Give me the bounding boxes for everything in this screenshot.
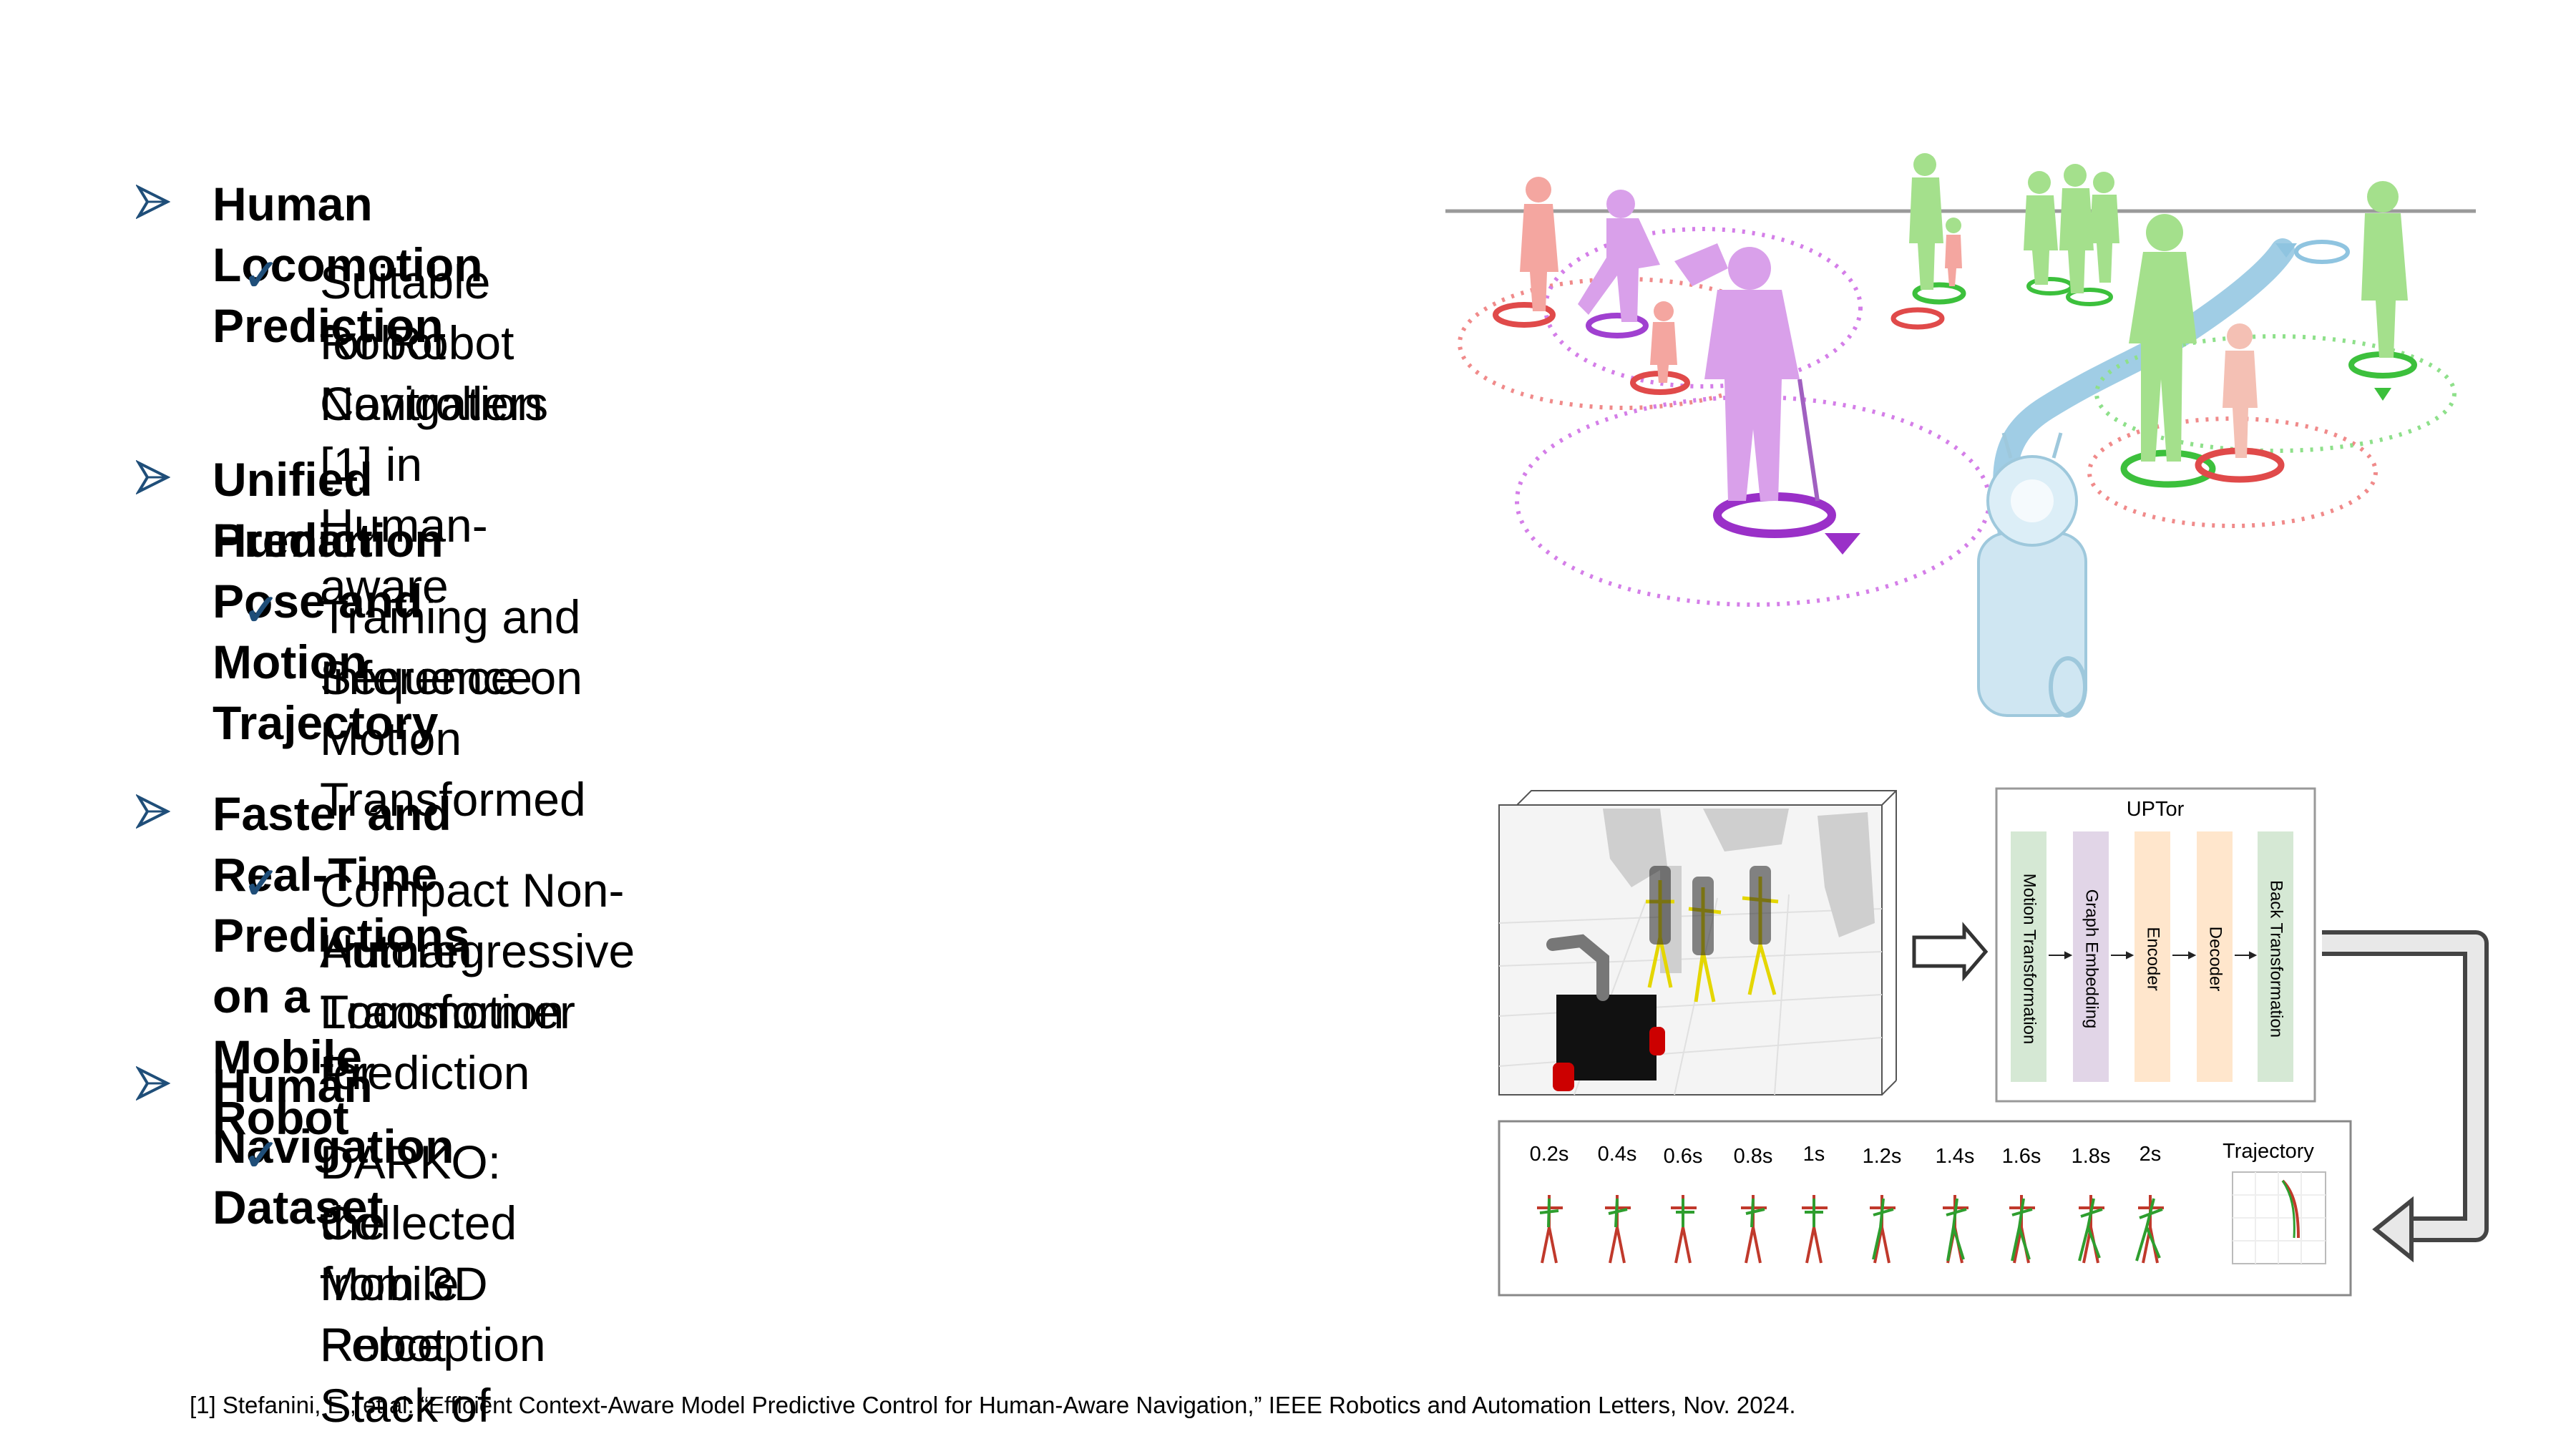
bullet-title: Human Navigation Dataset bbox=[213, 1059, 454, 1234]
check-icon: ✓ bbox=[243, 251, 280, 299]
stage-graph-embedding bbox=[2073, 831, 2109, 1082]
bullet-detail-line: the Mobile Robot bbox=[320, 1196, 459, 1371]
prediction-results-box: 0.2s 0.4s 0.6s 0.8s 1s 1.2s 1.4s 1.6s 1.… bbox=[1498, 1120, 2352, 1297]
child-person bbox=[2223, 323, 2258, 458]
stage-label: Back Transformation bbox=[2267, 880, 2286, 1038]
violet-foot-ring bbox=[1713, 492, 1836, 538]
green-people bbox=[1909, 153, 2408, 462]
arrow-bullet-icon bbox=[136, 1066, 170, 1101]
time-label: 0.6s bbox=[1664, 1145, 1703, 1168]
bullet-detail-line: DARKO: Collected from 3D Perception Stac… bbox=[320, 1136, 546, 1432]
trajectory-plot bbox=[2232, 1171, 2326, 1264]
uptor-pipeline-diagram: UPTor Motion Transformation Graph Embedd… bbox=[1498, 787, 2489, 1297]
robot-figure bbox=[1977, 432, 2087, 718]
pose-skeleton bbox=[2135, 1195, 2164, 1264]
bullet-detail-line: Sequence bbox=[320, 651, 533, 704]
stage-label: Motion Transformation bbox=[2020, 874, 2039, 1045]
time-label: 1.8s bbox=[2072, 1145, 2111, 1168]
time-label: 1.6s bbox=[2002, 1145, 2041, 1168]
check-icon: ✓ bbox=[243, 859, 280, 907]
uptor-title: UPTor bbox=[2127, 798, 2185, 821]
bullet-title: Unified Human Pose and Motion Trajectory bbox=[213, 453, 439, 749]
perception-scene bbox=[1498, 790, 1897, 1096]
stage-label: Graph Embedding bbox=[2082, 889, 2102, 1029]
arrow-bullet-icon bbox=[136, 794, 170, 829]
violet-people bbox=[1578, 190, 1820, 502]
pose-skeleton bbox=[2009, 1195, 2035, 1264]
bullet-title: Faster and Real-Time Predictions on a Mo… bbox=[213, 787, 470, 1144]
stage-arrows bbox=[2049, 951, 2258, 960]
stage-label: Encoder bbox=[2144, 927, 2163, 990]
pose-skeleton bbox=[1943, 1195, 1968, 1264]
pose-skeleton bbox=[2078, 1195, 2104, 1264]
bullet-title: Human Locomotion Prediction bbox=[213, 177, 483, 352]
bullet-detail-line: Suitable for Robot Controllers [1] in Hu… bbox=[320, 255, 549, 613]
trajectory-label: Trajectory bbox=[2223, 1140, 2314, 1163]
pose-skeleton bbox=[1802, 1195, 1828, 1264]
pink-people bbox=[1520, 177, 1677, 383]
goal-marker bbox=[2294, 240, 2350, 264]
stage-back-transformation bbox=[2258, 831, 2293, 1082]
stage-encoder bbox=[2135, 831, 2170, 1082]
check-icon: ✓ bbox=[243, 586, 280, 634]
time-label: 1s bbox=[1803, 1143, 1825, 1166]
uptor-model-box: UPTor Motion Transformation Graph Embedd… bbox=[1995, 787, 2316, 1103]
check-icon: ✓ bbox=[243, 1131, 280, 1179]
bullet-detail-line: Robot Navigation bbox=[320, 316, 543, 430]
stage-decoder bbox=[2197, 831, 2233, 1082]
bullet-title: Prediction bbox=[213, 514, 444, 567]
arrow-bullet-icon bbox=[136, 460, 170, 494]
bullet-list: Human Locomotion Prediction ✓ Suitable f… bbox=[136, 177, 635, 1432]
arrow-bullet-icon bbox=[136, 185, 170, 219]
pose-skeletons bbox=[1537, 1195, 2164, 1264]
time-label: 1.2s bbox=[1863, 1145, 1902, 1168]
time-label: 1.4s bbox=[1936, 1145, 1975, 1168]
stage-motion-transformation bbox=[2011, 831, 2046, 1082]
reference-footnote: [1] Stefanini, E., et al. “Efficient Con… bbox=[190, 1392, 1796, 1418]
pose-skeleton bbox=[1870, 1195, 1896, 1264]
time-label: 0.2s bbox=[1530, 1143, 1569, 1166]
pose-skeleton bbox=[1605, 1195, 1631, 1264]
time-label: 0.4s bbox=[1598, 1143, 1637, 1166]
predicted-trajectory bbox=[2281, 1180, 2296, 1239]
time-label: 0.8s bbox=[1734, 1145, 1773, 1168]
bullet-detail-line: Training and Inference on Motion Transfo… bbox=[320, 590, 586, 826]
model-to-results-arrow bbox=[2322, 935, 2484, 1238]
pose-skeleton bbox=[1671, 1195, 1697, 1264]
bullet-detail-line: Human Locomotion Prediction bbox=[320, 924, 565, 1099]
pose-skeleton bbox=[1537, 1195, 1563, 1264]
pose-skeleton bbox=[1741, 1195, 1767, 1264]
stage-label: Decoder bbox=[2206, 927, 2225, 992]
scene-to-model-arrow bbox=[1912, 922, 1989, 982]
time-label: 2s bbox=[2140, 1143, 2162, 1166]
bullet-detail-line: Compact Non-Autoregressive Transformer f… bbox=[320, 864, 635, 1099]
crowd-navigation-illustration bbox=[1445, 153, 2476, 718]
